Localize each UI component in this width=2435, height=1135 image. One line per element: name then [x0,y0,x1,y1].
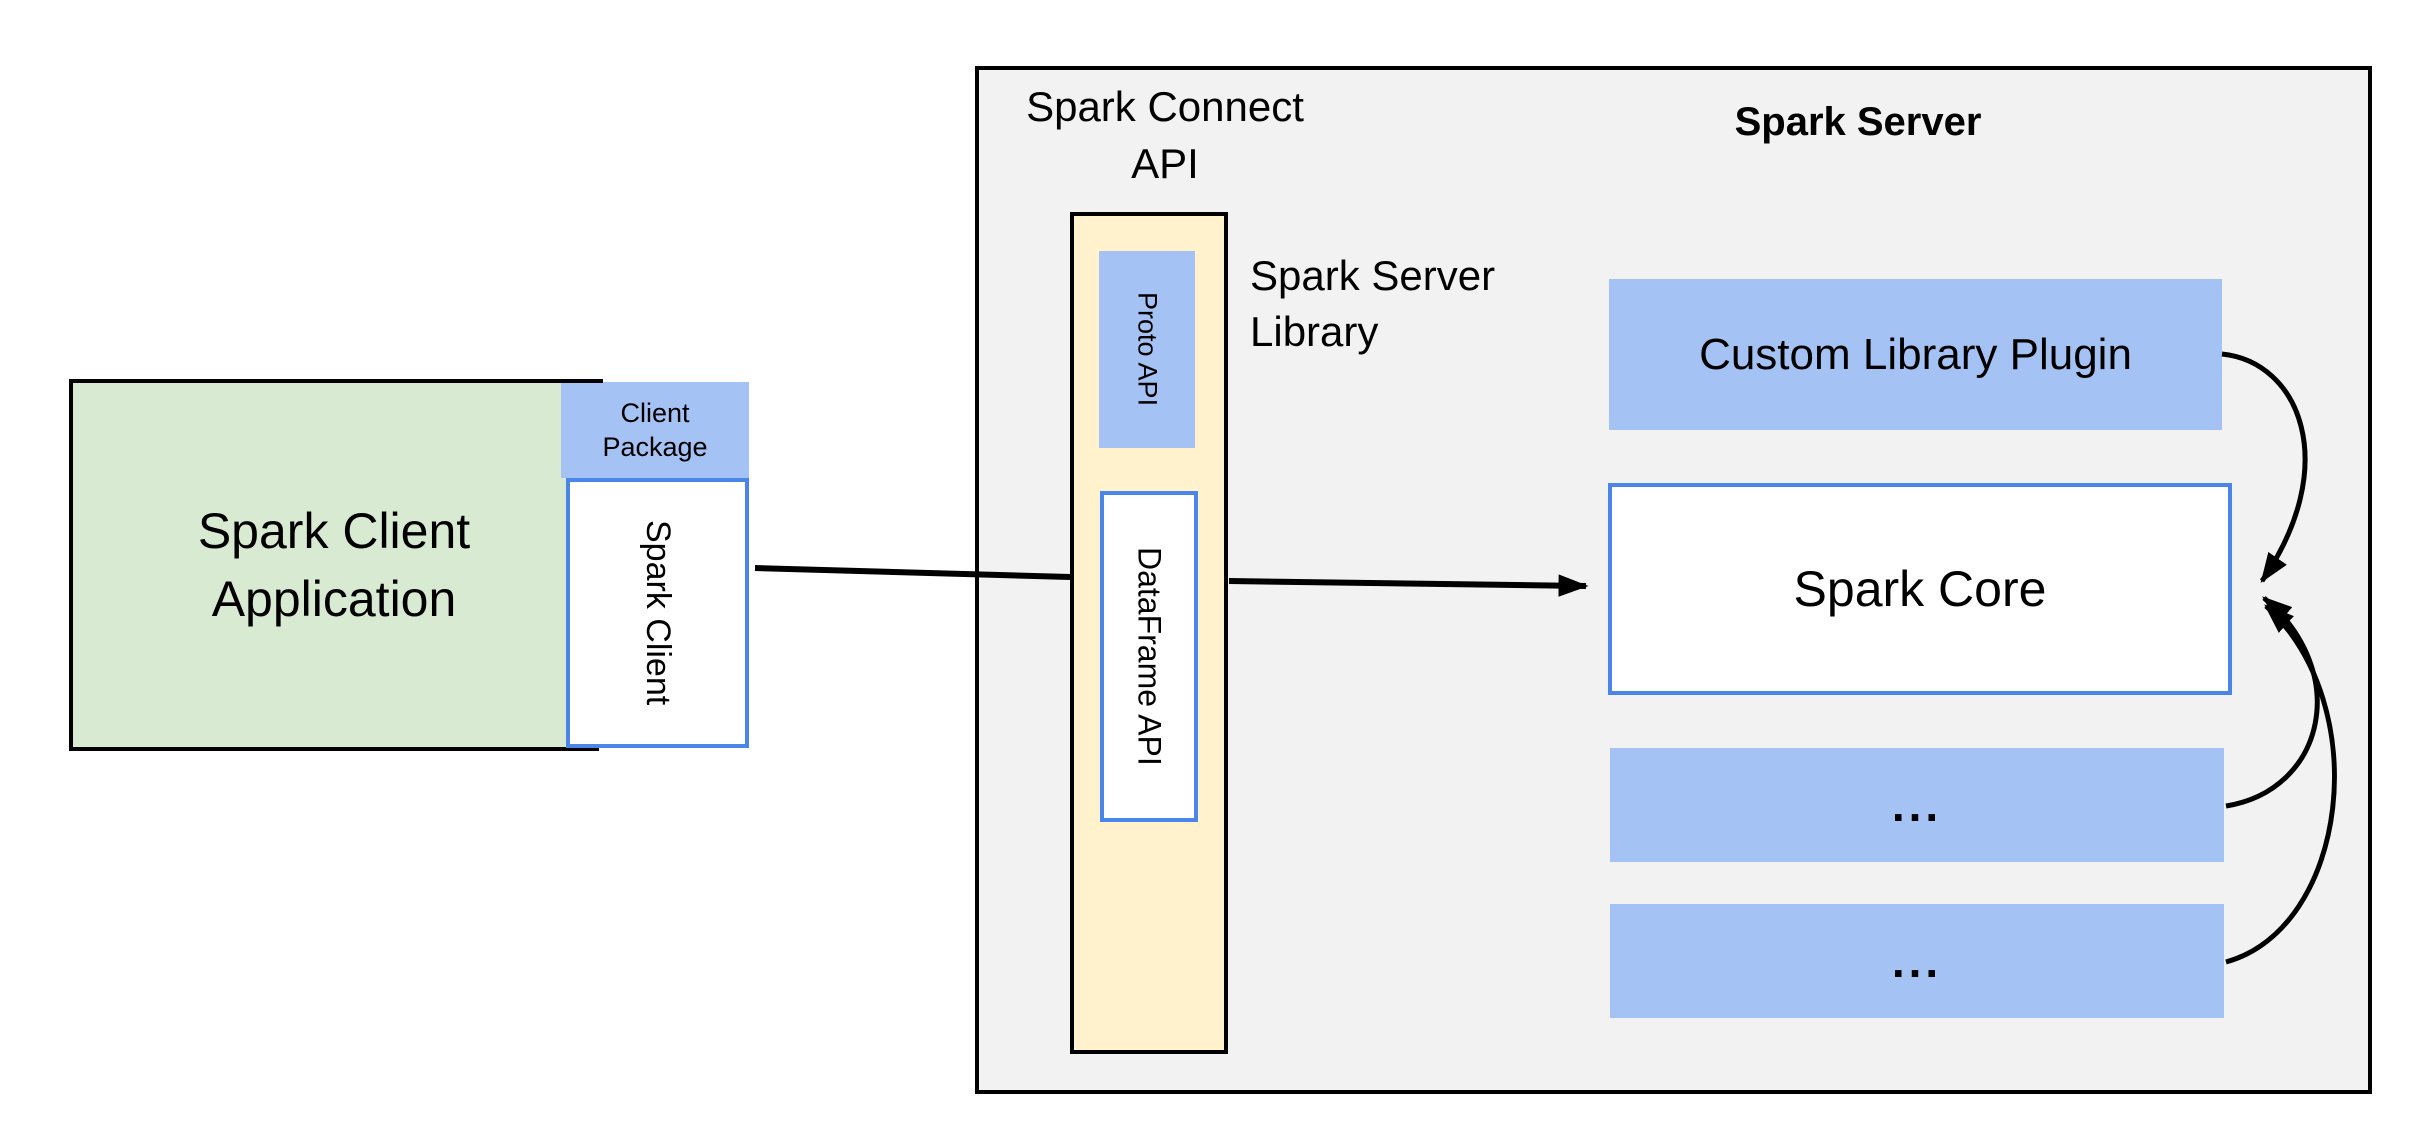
dataframe-api-label: DataFrame API [1131,547,1168,766]
spark-connect-api-title: Spark Connect API [1000,78,1330,192]
dataframe-api-box: DataFrame API [1100,491,1198,822]
spark-core-label: Spark Core [1793,561,2047,617]
spark-client-application-box: Spark Client Application [69,379,599,751]
green-box-border-segment [561,379,603,383]
spark-server-library-label: Spark Server Library [1250,252,1496,355]
spark-connect-api-title-line1: Spark Connect [1026,83,1304,130]
server-extension-2-label: ... [1891,935,1943,987]
custom-library-plugin-label: Custom Library Plugin [1699,329,2132,379]
client-package-box: Client Package [561,382,749,478]
server-extension-1-label: ... [1891,779,1943,831]
server-extension-box-1: ... [1610,748,2224,862]
custom-library-plugin-box: Custom Library Plugin [1609,279,2222,430]
spark-core-box: Spark Core [1608,483,2232,695]
spark-client-application-label: Spark Client Application [197,503,471,627]
proto-api-label: Proto API [1132,292,1163,407]
spark-server-title: Spark Server [1734,100,1982,144]
client-package-label: Client Package [602,398,708,462]
server-extension-box-2: ... [1610,904,2224,1018]
spark-client-label: Spark Client [639,520,677,706]
spark-connect-api-title-line2: API [1131,140,1199,187]
spark-client-box: Spark Client [566,478,749,748]
proto-api-box: Proto API [1099,251,1195,448]
